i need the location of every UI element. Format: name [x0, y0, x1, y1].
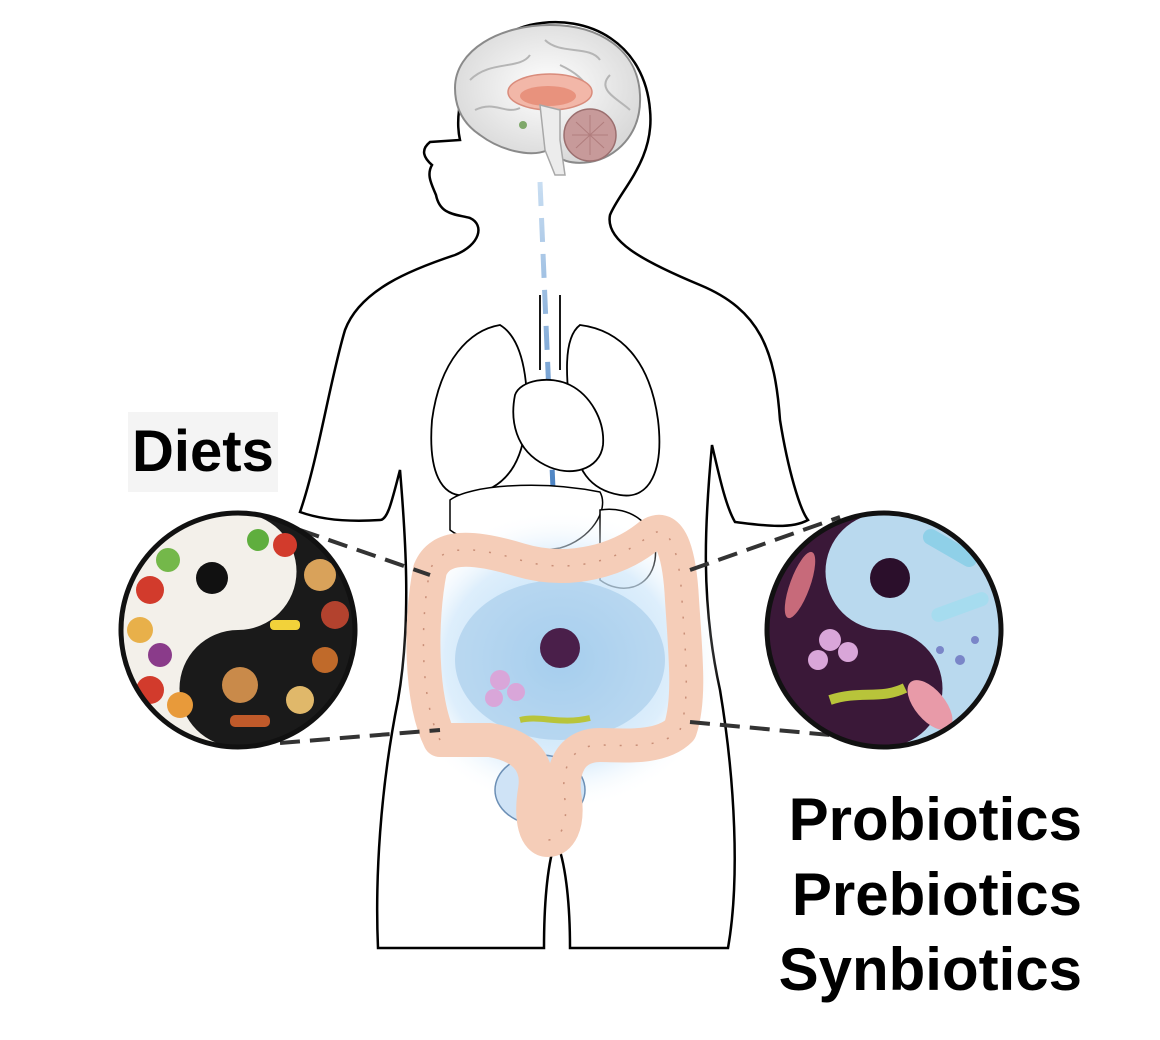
brain [453, 23, 642, 176]
connector-lines [279, 515, 841, 745]
small-intestine [455, 580, 665, 740]
probiotics-label: Probiotics [788, 786, 1082, 853]
prebiotics-label: Prebiotics [791, 861, 1082, 928]
diets-label: Diets [128, 412, 278, 492]
synbiotics-label: Synbiotics [778, 936, 1082, 1003]
heart [512, 378, 604, 473]
intervention-labels: Probiotics Prebiotics Synbiotics [779, 782, 1082, 1007]
microbiota-circle [764, 510, 1004, 750]
diet-food-circle [118, 510, 358, 750]
